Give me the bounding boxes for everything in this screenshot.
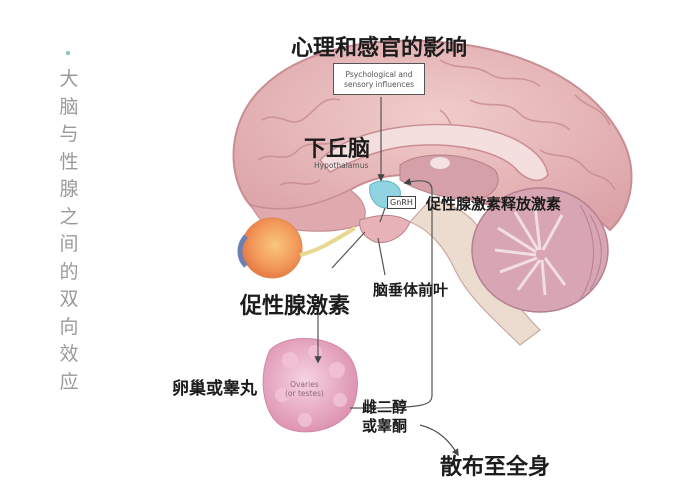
hypothalamus-en-label: Hypothalamus [314, 161, 369, 170]
side-title-char: 向 [59, 315, 79, 338]
side-title-char: 脑 [59, 95, 79, 118]
gonads-en-label: Ovaries (or testes) [285, 380, 324, 398]
psych-influence-box: Psychological and sensory influences [333, 63, 425, 95]
side-title-char: 间 [59, 233, 79, 255]
psych-influence-label: 心理和感官的影响 [291, 36, 468, 61]
gonads-label: 卵巢或睾丸 [172, 379, 257, 399]
hormones-line2: 或睾酮 [362, 417, 408, 435]
sex-hormones-label: 雌二醇 或睾酮 [362, 398, 407, 436]
eye [237, 217, 357, 279]
hormones-line1: 雌二醇 [362, 398, 408, 416]
side-title-char: 之 [59, 205, 79, 228]
side-title-char: 双 [59, 288, 79, 310]
psych-en-line1: Psychological and [345, 70, 413, 79]
gonads-en-line1: Ovaries [290, 380, 319, 389]
side-title-char: 与 [59, 123, 79, 145]
side-title-char: 效 [59, 343, 79, 365]
side-title-char: 的 [59, 260, 79, 283]
gonads-en-line2: (or testes) [285, 389, 324, 398]
side-title-char: 性 [59, 150, 79, 173]
side-title-char: 应 [59, 370, 79, 393]
distribution-label: 散布至全身 [440, 455, 551, 480]
gnrh-label: 促性腺激素释放激素 [426, 195, 562, 213]
side-title-char: 大 [59, 68, 79, 90]
title-bullet-dot [66, 51, 70, 55]
side-title: 大 脑 与 性 腺 之 间 的 双 向 效 应 [58, 66, 80, 396]
psych-en-line2: sensory influences [343, 80, 414, 89]
gonadotropins-label: 促性腺激素 [240, 294, 351, 319]
anterior-pituitary-label: 脑垂体前叶 [373, 281, 449, 299]
cerebellum [471, 187, 609, 313]
gnrh-box: GnRH [387, 196, 416, 209]
side-title-char: 腺 [59, 178, 79, 200]
hypothalamus-label: 下丘脑 [304, 137, 371, 162]
